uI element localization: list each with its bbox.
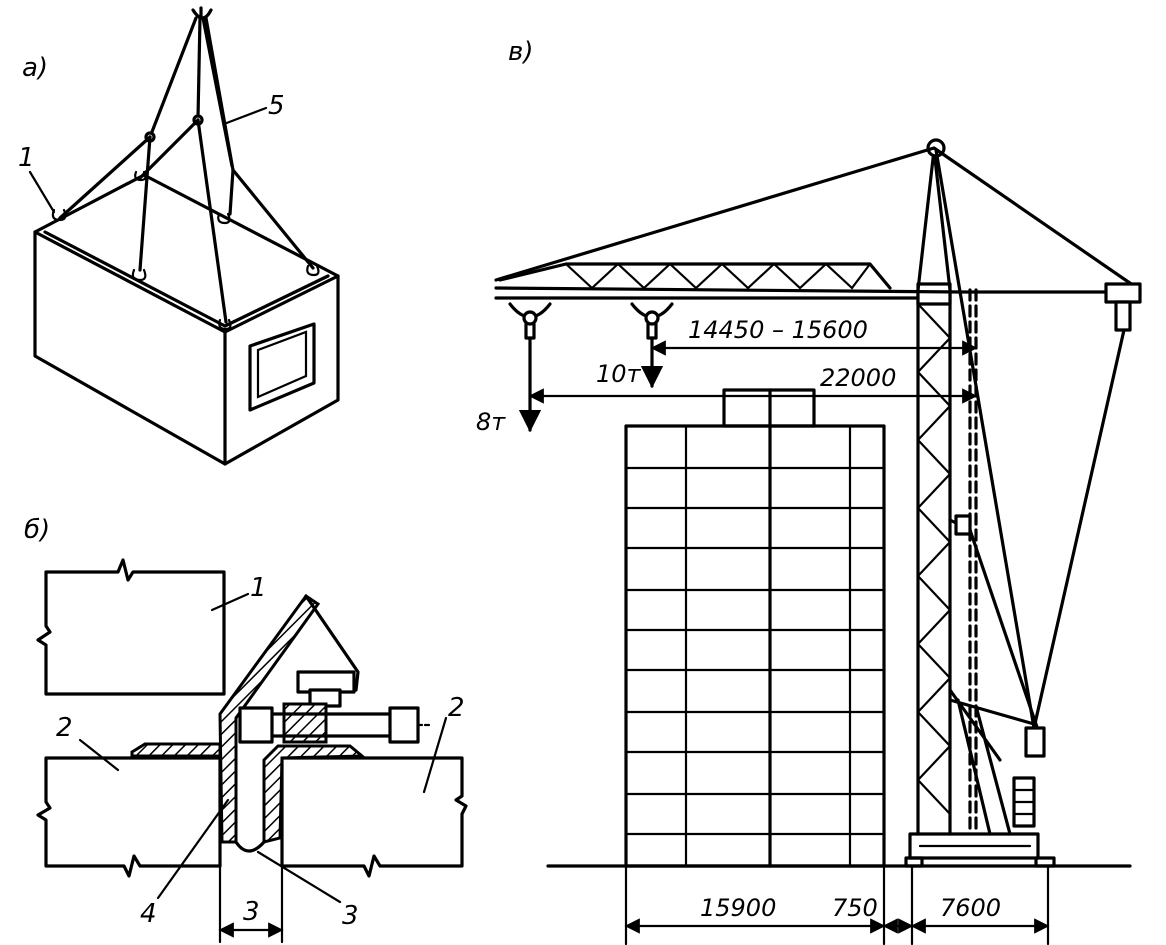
volume-block-module (33, 173, 340, 466)
panel-c-label: в) (508, 37, 533, 67)
base-dimensions: 15900 750 7600 (624, 864, 1050, 945)
dimension-building-width: 15900 (700, 894, 776, 922)
gap-dimension: 3 (218, 840, 284, 944)
panel-a-module-lifting: a) (18, 6, 340, 466)
reach-dimension-outer-label: 22000 (820, 364, 896, 392)
callout-1-b: 1 (250, 573, 267, 603)
callout-2-left: 2 (56, 713, 73, 743)
callout-3-b: 3 (342, 901, 359, 931)
crane-tower (904, 138, 1056, 868)
panel-b-joint-detail: б) 1 2 2 (24, 515, 468, 944)
load-label-8t: 8т (476, 408, 506, 436)
callout-5-a: 5 (268, 91, 285, 121)
panel-b-label: б) (24, 515, 50, 545)
reach-dimension-inner-label: 14450 – 15600 (688, 316, 868, 344)
panel-c-tower-crane: в) (476, 37, 1142, 945)
callout-1-a: 1 (18, 143, 35, 173)
panel-a-label: a) (22, 53, 48, 83)
lifting-sling (51, 6, 320, 331)
load-label-10t: 10т (596, 360, 642, 388)
window-opening (248, 322, 316, 412)
clamp-bolt-assembly (238, 670, 432, 744)
reach-dimension-inner: 14450 – 15600 (650, 316, 978, 356)
dimension-crane-track: 7600 (940, 894, 1001, 922)
upper-wall-panel (36, 558, 226, 696)
angle-bracket-right (262, 744, 367, 844)
left-floor-slab (36, 756, 222, 878)
callout-4-b: 4 (140, 899, 157, 929)
hook-trolley-outer (508, 302, 552, 433)
crane-jib (494, 146, 1142, 758)
gap-dimension-label: 3 (243, 897, 260, 927)
reach-dimension-outer: 22000 (528, 364, 978, 404)
right-floor-slab (280, 756, 468, 878)
dimension-gap-750: 750 (832, 894, 878, 922)
callout-2-right: 2 (448, 693, 465, 723)
building-elevation (624, 388, 886, 868)
hook-trolley-inner (630, 302, 674, 389)
